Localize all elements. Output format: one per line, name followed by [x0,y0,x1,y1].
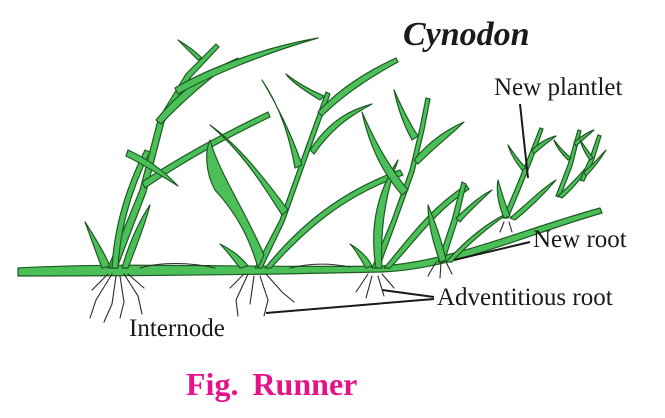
new-root-label: New root [533,226,627,253]
plant-5-new-plantlet [496,127,557,221]
new-plantlet-label: New plantlet [494,74,623,101]
adventitious-root-label: Adventitious root [437,284,613,311]
plant-3 [349,89,470,269]
plant-6 [553,129,595,199]
plant-name-title: Cynodon [403,16,530,53]
adventitious-root-pointer-2 [265,298,435,314]
adventitious-root-pointer-1 [381,289,435,298]
figure-caption: Fig. Runner [186,366,358,402]
new-plantlet-pointer [519,103,529,179]
plant-4 [427,181,511,263]
internode-label: Internode [129,315,225,342]
plant-7 [579,134,607,182]
adventitious-roots [89,221,513,323]
pointer-lines [265,103,531,314]
new-root-pointer [453,241,531,261]
internode-marks [139,263,351,269]
plant-1 [84,37,319,269]
